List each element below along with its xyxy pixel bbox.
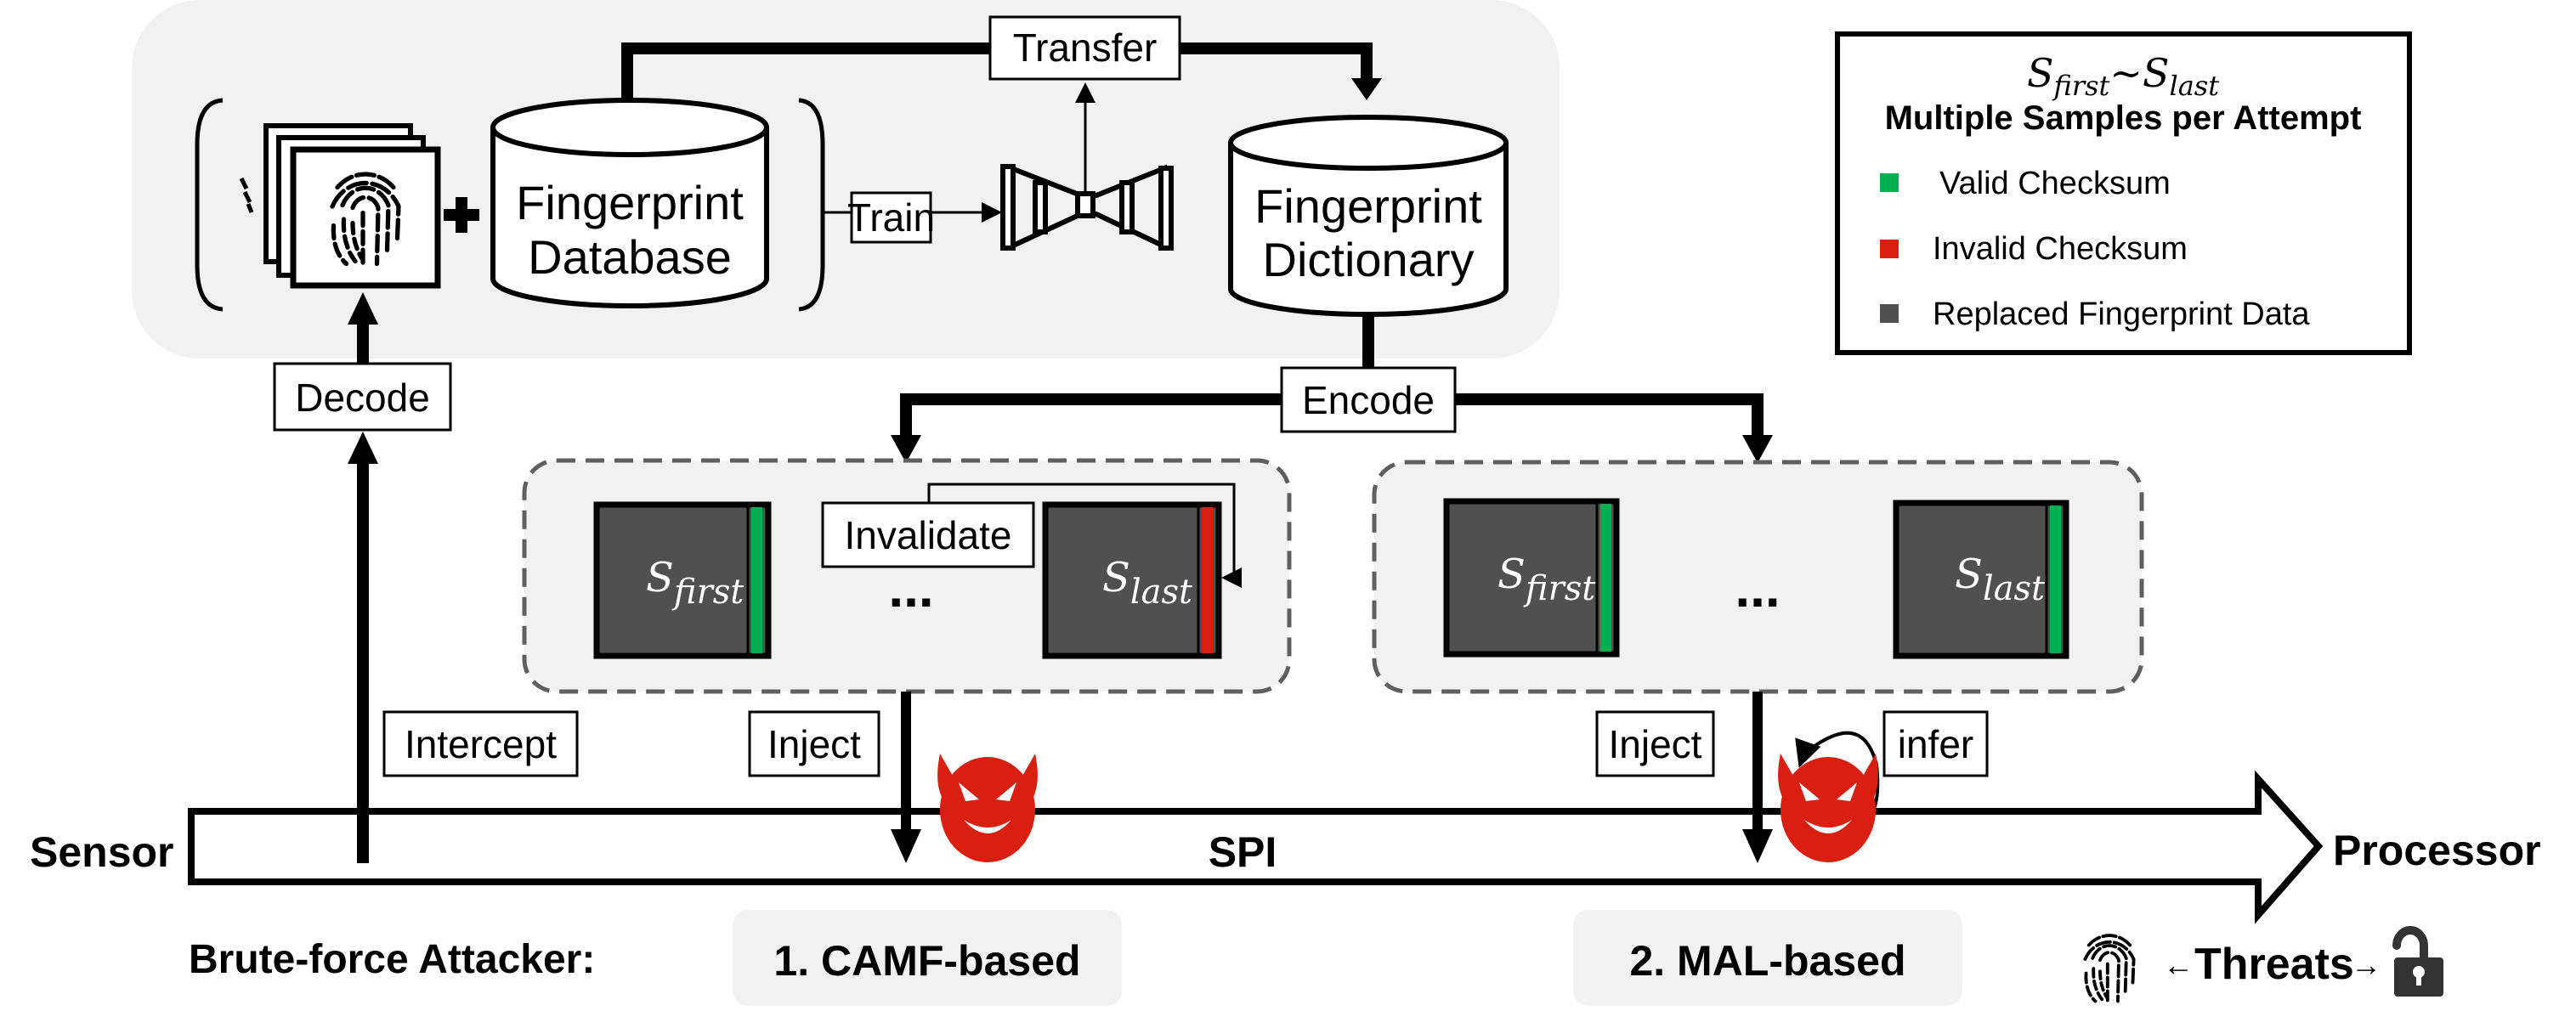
fingerprint-image-stack bbox=[239, 123, 441, 289]
infer-label: infer bbox=[1898, 722, 1973, 766]
camf-inject-label: Inject bbox=[767, 722, 861, 766]
transfer-line-left bbox=[621, 42, 990, 99]
database-label-line1: Fingerprint bbox=[516, 176, 744, 229]
spi-label: SPI bbox=[1209, 828, 1277, 876]
intercept-arrowhead bbox=[348, 432, 378, 464]
stack-dots bbox=[239, 177, 254, 213]
sample-label: Sfirst bbox=[1497, 551, 1596, 608]
legend-title-math: Sfirst~Slast bbox=[2027, 50, 2219, 102]
legend-item-replaced: Replaced Fingerprint Data bbox=[1880, 297, 2310, 332]
database-label-line2: Database bbox=[528, 230, 732, 284]
legend-swatch bbox=[1880, 240, 1899, 258]
encode-label: Encode bbox=[1302, 378, 1435, 422]
transfer-arrowhead bbox=[1351, 78, 1382, 100]
processor-label: Processor bbox=[2333, 827, 2541, 874]
right-arrow: → bbox=[2351, 947, 2381, 982]
camf-sample-last: Slast bbox=[1042, 501, 1222, 659]
sample-label: Sfirst bbox=[646, 554, 744, 612]
train-box: Train bbox=[847, 191, 935, 244]
camf-inject-arrowhead bbox=[891, 829, 921, 863]
intercept-box: Intercept bbox=[382, 710, 579, 777]
transfer-label: Transfer bbox=[1013, 25, 1158, 70]
training-panel bbox=[132, 0, 1560, 359]
encode-to-mal-arrowhead bbox=[1742, 435, 1773, 463]
mal-based-tag: 2. MAL-based bbox=[1573, 910, 1962, 1006]
sample-label: Slast bbox=[1102, 554, 1193, 612]
autoencoder-icon bbox=[1000, 164, 1174, 251]
invalidate-label: Invalidate bbox=[845, 513, 1012, 557]
encode-to-mal-line bbox=[1455, 393, 1764, 440]
legend-swatch bbox=[1880, 173, 1899, 192]
legend-item-invalid: Invalid Checksum bbox=[1880, 231, 2188, 267]
camf-inject-box: Inject bbox=[748, 710, 880, 777]
fingerprint-threat-icon bbox=[2083, 934, 2136, 1004]
encode-to-camf-line bbox=[900, 393, 1282, 440]
mal-based-label: 2. MAL-based bbox=[1629, 937, 1905, 985]
dictionary-label-line1: Fingerprint bbox=[1254, 179, 1482, 233]
legend-item-valid: Valid Checksum bbox=[1880, 166, 2171, 201]
mal-sample-first: Sfirst bbox=[1443, 498, 1620, 658]
decode-arrowhead bbox=[348, 292, 378, 325]
dictionary-label-line2: Dictionary bbox=[1263, 233, 1475, 286]
infer-box: infer bbox=[1882, 710, 1989, 777]
attacker-label: Brute-force Attacker: bbox=[189, 937, 595, 982]
transfer-line-right bbox=[1180, 42, 1373, 85]
mal-inject-arrowhead bbox=[1742, 829, 1773, 863]
mal-ellipsis: ... bbox=[1735, 557, 1780, 618]
mal-inject-label: Inject bbox=[1609, 722, 1702, 766]
mal-inject-box: Inject bbox=[1595, 710, 1715, 777]
mal-sample-last: Slast bbox=[1893, 500, 2069, 659]
right-bracket bbox=[798, 98, 825, 312]
train-label: Train bbox=[847, 195, 935, 240]
checksum-valid-bar bbox=[2050, 506, 2061, 653]
camf-based-tag: 1. CAMF-based bbox=[733, 910, 1122, 1006]
camf-based-label: 1. CAMF-based bbox=[773, 937, 1080, 985]
invalidate-box: Invalidate bbox=[821, 501, 1035, 568]
legend-label: Valid Checksum bbox=[1939, 166, 2171, 201]
sample-label: Slast bbox=[1955, 551, 2046, 608]
sensor-label: Sensor bbox=[30, 828, 174, 876]
encode-box: Encode bbox=[1280, 366, 1457, 433]
transfer-box: Transfer bbox=[988, 15, 1181, 81]
decode-box: Decode bbox=[273, 362, 452, 432]
legend-subtitle: Multiple Samples per Attempt bbox=[1885, 99, 2362, 137]
legend: Sfirst~Slast Multiple Samples per Attemp… bbox=[1835, 31, 2412, 355]
decode-label: Decode bbox=[295, 376, 430, 420]
legend-swatch bbox=[1880, 304, 1899, 323]
left-bracket bbox=[195, 98, 224, 312]
unlocked-lock-icon bbox=[2392, 926, 2443, 997]
plus-icon bbox=[444, 197, 479, 233]
left-arrow: ← bbox=[2163, 947, 2194, 982]
legend-label: Replaced Fingerprint Data bbox=[1933, 297, 2310, 332]
encode-to-camf-arrowhead bbox=[891, 435, 921, 463]
threats-legend: ← Threats → bbox=[2083, 926, 2443, 1004]
threats-label: Threats bbox=[2194, 940, 2354, 989]
checksum-valid-bar bbox=[751, 507, 762, 653]
fingerprint-database-cylinder: Fingerprint Database bbox=[490, 98, 769, 308]
camf-sample-first: Sfirst bbox=[593, 501, 772, 659]
checksum-valid-bar bbox=[1600, 504, 1611, 652]
legend-label: Invalid Checksum bbox=[1933, 231, 2188, 267]
checksum-invalid-bar bbox=[1202, 507, 1213, 653]
fingerprint-dictionary-cylinder: Fingerprint Dictionary bbox=[1228, 115, 1509, 317]
intercept-label: Intercept bbox=[405, 722, 557, 766]
invalidate-arrow bbox=[927, 483, 1242, 588]
